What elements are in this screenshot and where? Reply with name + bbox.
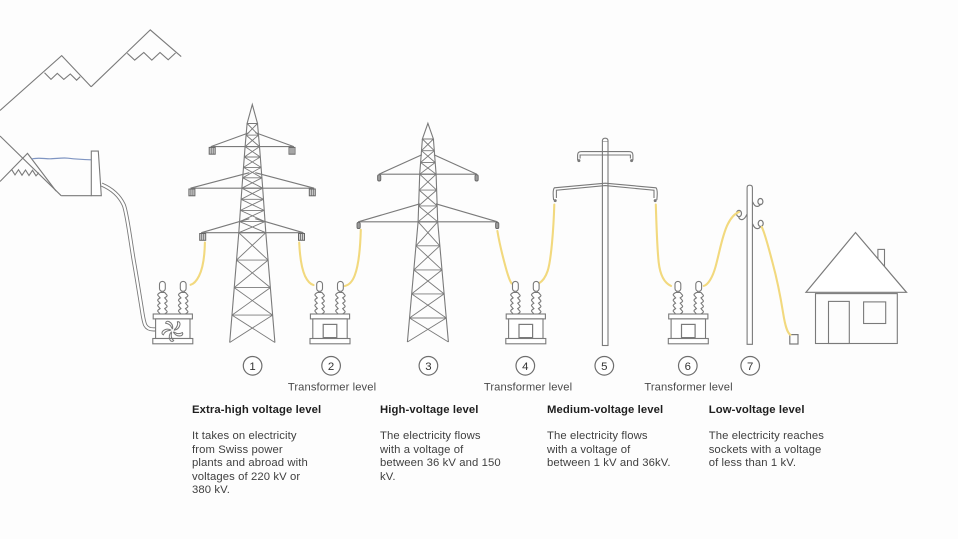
svg-text:6: 6 — [685, 361, 691, 373]
svg-text:3: 3 — [425, 361, 431, 373]
svg-text:2: 2 — [328, 361, 334, 373]
svg-text:4: 4 — [522, 361, 528, 373]
svg-text:1: 1 — [249, 361, 255, 373]
svg-text:7: 7 — [747, 361, 753, 373]
svg-text:Transformer level: Transformer level — [644, 382, 732, 394]
svg-text:Transformer level: Transformer level — [484, 382, 572, 394]
svg-text:Transformer level: Transformer level — [288, 382, 376, 394]
svg-text:5: 5 — [601, 361, 607, 373]
